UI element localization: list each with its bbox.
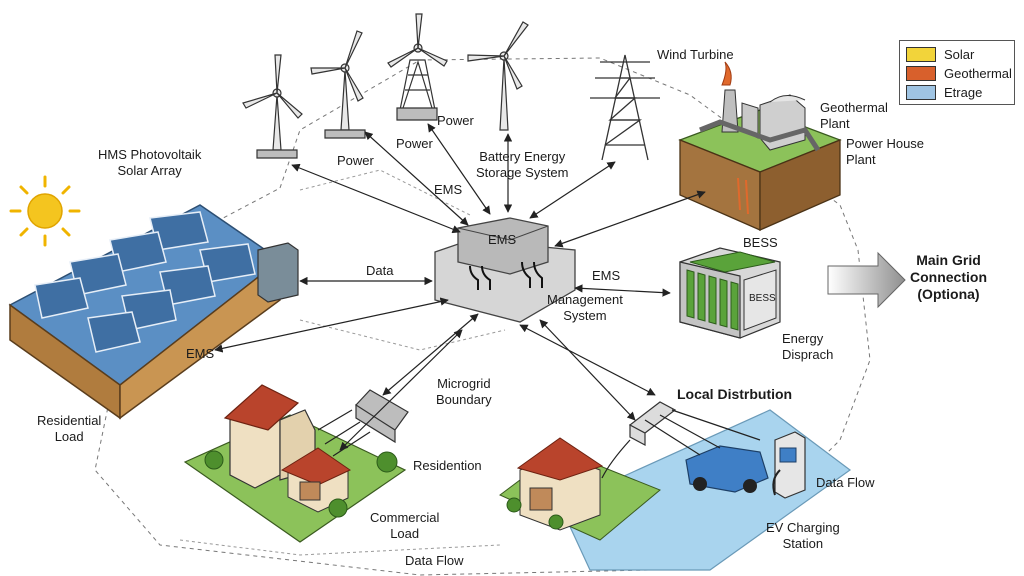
bess-container: [679, 247, 781, 339]
bess-top-label: BESS: [743, 235, 778, 250]
legend-item-solar: Solar: [906, 46, 974, 62]
power-label-3: Power: [337, 153, 374, 168]
solar-array-building: [8, 204, 299, 420]
charger-icon: [774, 431, 806, 499]
legend-label: Geothermal: [944, 65, 1012, 81]
residention-label: Residention: [413, 458, 482, 473]
ems-label-left: EMS: [186, 346, 215, 361]
legend-label: Etrage: [944, 84, 983, 100]
transmission-tower-icon: [590, 54, 660, 161]
ems-label-right: EMS: [592, 268, 621, 283]
wind-turbine-icons: [242, 13, 529, 159]
ems-label-top: EMS: [434, 182, 463, 197]
legend-swatch-solar: [906, 46, 936, 62]
legend-swatch-storage: [906, 84, 936, 100]
power-label-2: Power: [396, 136, 433, 151]
distribution-box-icon: [628, 401, 677, 446]
legend-swatch-geothermal: [906, 65, 936, 81]
bess-box-label: BESS: [749, 293, 776, 304]
flow-connections: [214, 123, 761, 479]
ems-box-label: EMS: [488, 232, 517, 247]
legend-item-geothermal: Geothermal: [906, 65, 1012, 81]
meter-box-icon: [355, 389, 409, 444]
data-flow-label-right: Data Flow: [816, 475, 875, 490]
local-distribution-label: Local Distrbution: [677, 386, 793, 402]
main-grid-arrow: [827, 251, 906, 309]
legend-item-storage: Etrage: [906, 84, 982, 100]
ev-charging-area: [499, 409, 852, 571]
data-label: Data: [366, 263, 394, 278]
power-label-1: Power: [437, 113, 474, 128]
data-flow-label-bottom: Data Flow: [405, 553, 464, 568]
wind-turbine-label: Wind Turbine: [657, 47, 734, 62]
sun-icon: [9, 175, 81, 247]
geothermal-plant: [678, 61, 842, 231]
legend: Solar Geothermal Etrage: [899, 40, 1015, 105]
legend-label: Solar: [944, 46, 975, 62]
inverter-cabinet-icon: [257, 242, 299, 303]
